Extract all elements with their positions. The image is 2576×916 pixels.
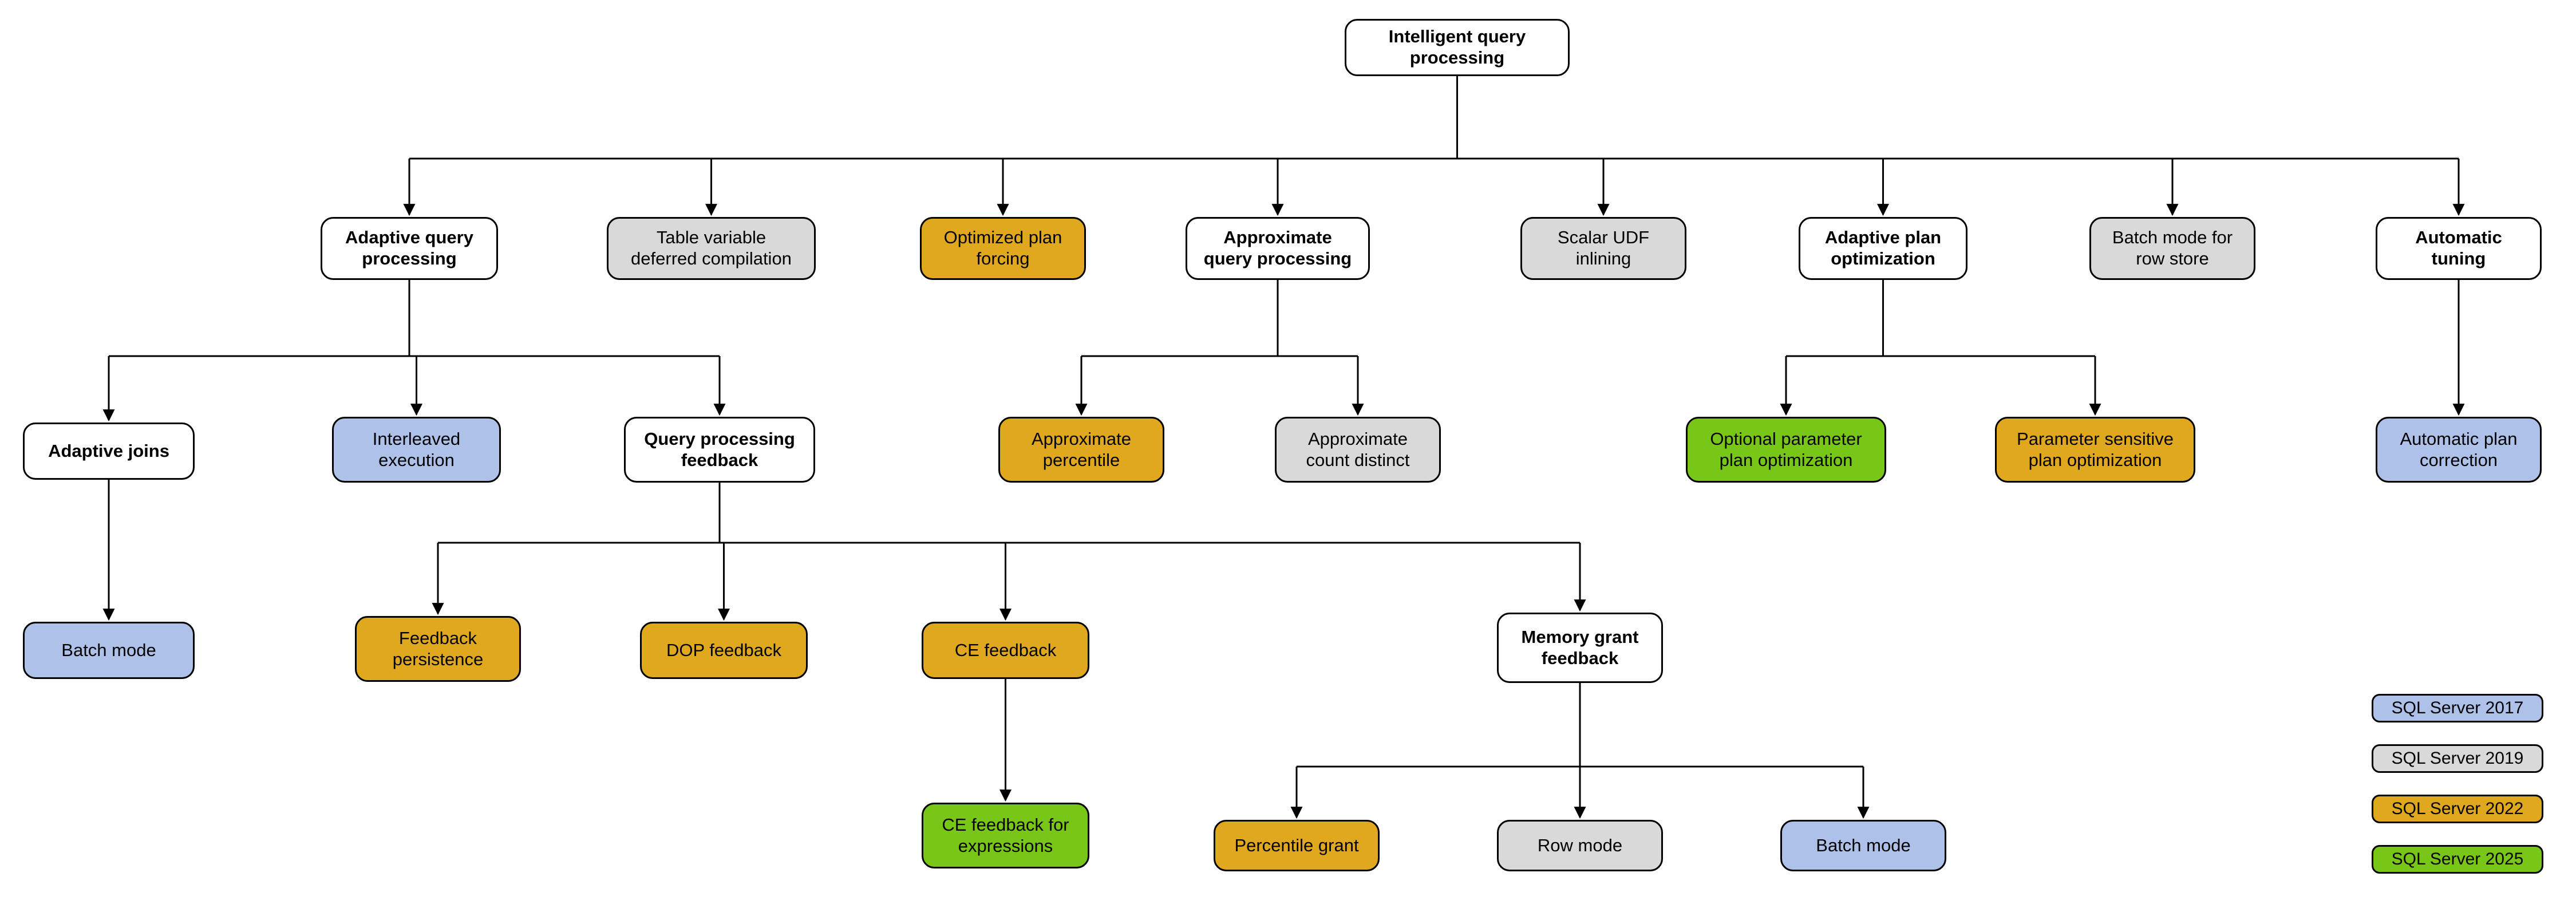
node-label: Optional parameter plan optimization: [1710, 428, 1862, 470]
node-label: Approximate percentile: [1031, 428, 1132, 470]
legend-item-sql-server-2019[interactable]: SQL Server 2019: [2372, 744, 2543, 773]
legend-item-label: SQL Server 2022: [2391, 799, 2524, 818]
node-label: Approximate count distinct: [1306, 428, 1410, 470]
node-pgrant[interactable]: Percentile grant: [1214, 820, 1380, 871]
node-oppo[interactable]: Optional parameter plan optimization: [1686, 417, 1886, 483]
node-tvdc[interactable]: Table variable deferred compilation: [607, 217, 816, 280]
node-label: Percentile grant: [1234, 835, 1359, 855]
legend-item-sql-server-2022[interactable]: SQL Server 2022: [2372, 795, 2543, 823]
node-opf[interactable]: Optimized plan forcing: [920, 217, 1086, 280]
legend-item-label: SQL Server 2019: [2391, 749, 2524, 768]
node-label: Memory grant feedback: [1521, 626, 1639, 668]
node-fpersist[interactable]: Feedback persistence: [355, 616, 521, 682]
node-label: CE feedback: [954, 639, 1057, 660]
node-apc[interactable]: Automatic plan correction: [2376, 417, 2542, 483]
node-label: Adaptive joins: [48, 440, 169, 461]
node-label: Adaptive query processing: [345, 227, 473, 269]
node-bmode1[interactable]: Batch mode: [23, 622, 195, 679]
node-aqp[interactable]: Adaptive query processing: [321, 217, 498, 280]
legend-item-sql-server-2017[interactable]: SQL Server 2017: [2372, 694, 2543, 722]
node-apercentile[interactable]: Approximate percentile: [998, 417, 1164, 483]
node-apo[interactable]: Adaptive plan optimization: [1799, 217, 1967, 280]
node-dopfb[interactable]: DOP feedback: [640, 622, 808, 679]
node-label: Adaptive plan optimization: [1824, 227, 1942, 269]
node-label: Query processing feedback: [644, 428, 795, 470]
node-appqp[interactable]: Approximate query processing: [1186, 217, 1370, 280]
node-label: Batch mode: [1816, 835, 1911, 855]
node-label: Intelligent query processing: [1388, 26, 1526, 68]
node-acountdistinct[interactable]: Approximate count distinct: [1275, 417, 1441, 483]
node-label: Row mode: [1537, 835, 1623, 855]
node-label: Batch mode: [61, 639, 156, 660]
node-cefbexpr[interactable]: CE feedback for expressions: [922, 803, 1089, 868]
node-psp[interactable]: Parameter sensitive plan optimization: [1995, 417, 2195, 483]
node-label: Approximate query processing: [1203, 227, 1352, 269]
node-label: DOP feedback: [666, 639, 782, 660]
node-cefb[interactable]: CE feedback: [922, 622, 1089, 679]
node-label: CE feedback for expressions: [942, 814, 1069, 856]
node-ajoins[interactable]: Adaptive joins: [23, 423, 195, 480]
node-label: Batch mode for row store: [2112, 227, 2233, 269]
legend-item-sql-server-2025[interactable]: SQL Server 2025: [2372, 845, 2543, 874]
node-bmrs[interactable]: Batch mode for row store: [2089, 217, 2255, 280]
node-sudf[interactable]: Scalar UDF inlining: [1520, 217, 1686, 280]
node-label: Scalar UDF inlining: [1557, 227, 1650, 269]
node-qpf[interactable]: Query processing feedback: [624, 417, 815, 483]
node-bmode2[interactable]: Batch mode: [1780, 820, 1946, 871]
node-root[interactable]: Intelligent query processing: [1345, 19, 1570, 76]
node-label: Automatic plan correction: [2400, 428, 2518, 470]
node-label: Interleaved execution: [372, 428, 461, 470]
node-autotune[interactable]: Automatic tuning: [2376, 217, 2542, 280]
node-label: Optimized plan forcing: [943, 227, 1062, 269]
node-interleaved[interactable]: Interleaved execution: [332, 417, 501, 483]
node-label: Parameter sensitive plan optimization: [2017, 428, 2174, 470]
node-rowmode[interactable]: Row mode: [1497, 820, 1663, 871]
node-label: Automatic tuning: [2415, 227, 2502, 269]
node-label: Table variable deferred compilation: [631, 227, 792, 269]
node-mgf[interactable]: Memory grant feedback: [1497, 613, 1663, 683]
legend-item-label: SQL Server 2017: [2391, 698, 2524, 717]
legend-item-label: SQL Server 2025: [2391, 850, 2524, 868]
node-label: Feedback persistence: [392, 627, 484, 669]
